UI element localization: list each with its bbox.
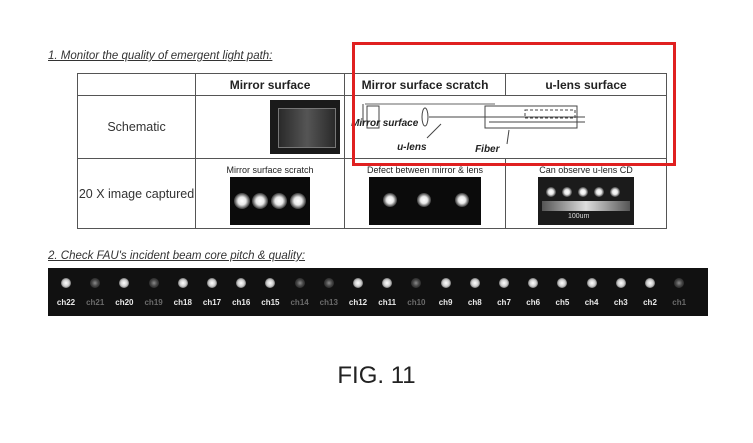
schematic-row-label: Schematic [76, 95, 197, 159]
beam-spot-ch8 [469, 278, 480, 288]
column-header-mirror-surface: Mirror surface [195, 73, 346, 96]
channel-label-ch9: ch9 [438, 298, 453, 307]
beam-spot-ch6 [528, 278, 539, 288]
mirror-surface-label: Mirror surface [351, 118, 419, 129]
beam-spot-ch15 [265, 278, 276, 288]
channel-label-ch3: ch3 [613, 298, 628, 307]
image-cell-3: Can observe u-lens CD 100um [505, 158, 667, 229]
section-2-heading: 2. Check FAU's incident beam core pitch … [48, 250, 306, 262]
beam-spot-ch21 [90, 278, 101, 288]
channel-label-ch21: ch21 [86, 298, 105, 307]
schematic-diagram-cell: Mirror surface u-lens Fiber [344, 95, 667, 159]
channel-label-ch4: ch4 [584, 298, 599, 307]
highlight-box [352, 42, 676, 166]
figure-label: FIG. 11 [337, 362, 416, 389]
channel-label-ch11: ch11 [378, 298, 397, 307]
channel-label-ch17: ch17 [202, 298, 222, 307]
channel-label-ch18: ch18 [173, 298, 192, 307]
channel-label-ch2: ch2 [643, 298, 657, 307]
caption-mirror-scratch: Mirror surface scratch [226, 164, 314, 175]
beam-spot-ch7 [499, 278, 509, 288]
scale-bar-label: 100um [568, 212, 590, 220]
caption-defect: Defect between mirror & lens [367, 164, 484, 175]
beam-spot-ch19 [148, 278, 159, 288]
table-header-row: Mirror surface Mirror surface scratch u-… [76, 73, 667, 96]
beam-spot-ch14 [294, 278, 305, 288]
channel-label-ch22: ch22 [56, 298, 76, 307]
beam-spot-ch5 [557, 278, 568, 288]
beam-spot-ch10 [411, 278, 422, 288]
channel-label-ch7: ch7 [497, 298, 511, 307]
beam-spot-ch2 [645, 278, 655, 288]
image-cell-1: Mirror surface scratch [195, 158, 346, 229]
channel-label-ch14: ch14 [290, 298, 309, 307]
beam-spot-ch17 [207, 278, 217, 288]
caption-ulens-cd: Can observe u-lens CD [539, 164, 633, 175]
image-row: 20 X image captured Mirror surface scrat… [76, 158, 667, 229]
channel-label-ch20: ch20 [115, 298, 134, 307]
channel-label-ch1: ch1 [672, 298, 687, 307]
channel-label-ch6: ch6 [526, 298, 541, 307]
image-row-label: 20 X image captured [76, 158, 197, 229]
ulens-label: u-lens [397, 142, 427, 153]
optical-path-schematic [362, 103, 586, 145]
fiber-label: Fiber [475, 144, 500, 155]
captured-image-2 [369, 176, 482, 225]
beam-spot-ch13 [323, 278, 334, 288]
beam-spot-ch20 [119, 278, 130, 288]
channel-label-ch19: ch19 [144, 298, 163, 307]
beam-spot-ch22 [61, 278, 71, 288]
beam-spot-ch12 [353, 278, 363, 288]
captured-image-3: 100um [538, 176, 634, 225]
section-1-heading: 1. Monitor the quality of emergent light… [48, 50, 273, 62]
beam-channel-strip: ch22 ch21 ch20 ch19 ch18 ch17 ch16 ch15 ch14 ch13… [48, 268, 708, 316]
beam-spot-ch18 [177, 278, 188, 288]
channel-label-ch10: ch10 [407, 298, 426, 307]
beam-spot-ch9 [440, 278, 451, 288]
beam-spot-ch1 [674, 278, 685, 288]
channel-label-ch15: ch15 [261, 298, 280, 307]
comparison-table: Mirror surface Mirror surface scratch u-… [76, 73, 667, 229]
mirror-surface-photo [270, 100, 341, 154]
channel-label-ch8: ch8 [467, 298, 482, 307]
table-corner-cell [76, 73, 197, 96]
beam-spot-ch16 [236, 278, 247, 288]
schematic-mirror-cell [195, 95, 346, 159]
channel-label-ch5: ch5 [555, 298, 570, 307]
channel-label-ch12: ch12 [348, 298, 368, 307]
captured-image-1 [230, 176, 311, 225]
schematic-row: Schematic [76, 95, 667, 159]
image-cell-2: Defect between mirror & lens [344, 158, 507, 229]
beam-spot-ch4 [586, 278, 597, 288]
beam-spot-ch11 [382, 278, 393, 288]
beam-spot-ch3 [615, 278, 626, 288]
channel-label-ch13: ch13 [319, 298, 338, 307]
channel-label-ch16: ch16 [232, 298, 251, 307]
